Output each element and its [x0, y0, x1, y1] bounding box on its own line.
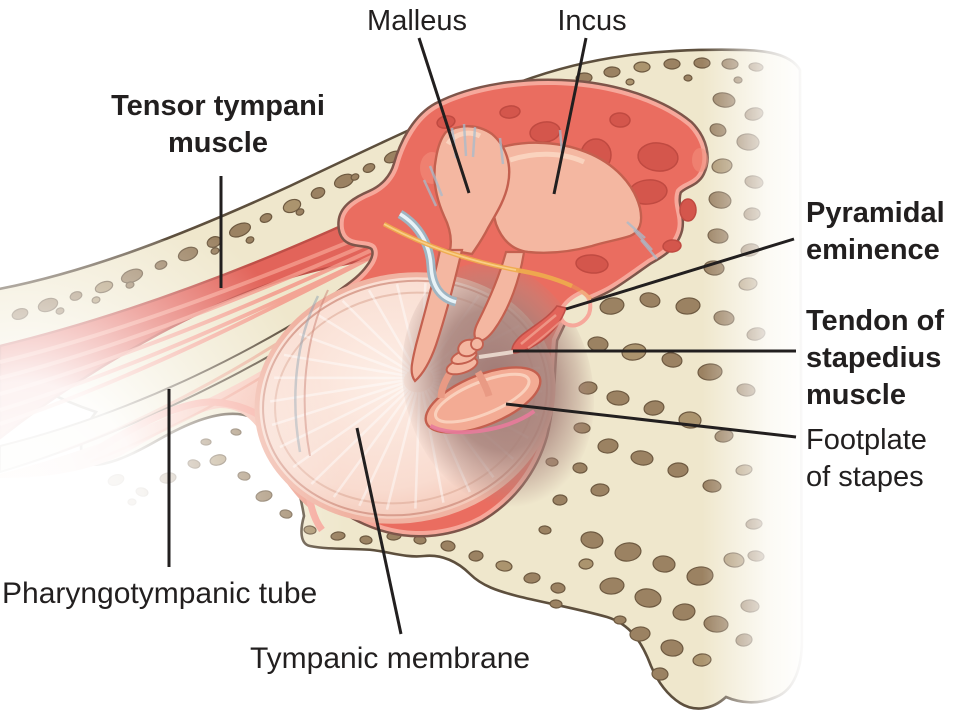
right-fade [702, 14, 832, 717]
stapedius-tendon [478, 350, 514, 359]
malleus [410, 125, 511, 383]
lenticular-process [470, 337, 484, 351]
malleus-head [433, 125, 511, 256]
label-tensor-tympani: Tensor tympani muscle [111, 90, 325, 159]
tensor-tendon [397, 210, 458, 307]
label-malleus: Malleus [367, 5, 467, 37]
leader-tympanic-membrane [355, 427, 403, 635]
label-tendon-stapedius: Tendon of stapedius muscle [806, 305, 944, 411]
left-fade [0, 240, 380, 660]
leader-malleus [417, 37, 471, 194]
malleus-handle [410, 248, 464, 383]
chorda-tympani-nerve [382, 222, 593, 301]
label-footplate: Footplate of stapes [806, 424, 927, 493]
pyramidal-eminence [558, 289, 593, 328]
stapes-footplate [424, 366, 542, 434]
label-incus: Incus [557, 5, 627, 37]
label-tympanic-membrane: Tympanic membrane [250, 642, 531, 675]
label-pyramidal-eminence: Pyramidal eminence [806, 197, 945, 266]
leader-lines [167, 37, 797, 635]
cavity-recesses [436, 105, 697, 274]
tympanic-cavity [289, 85, 708, 531]
stapes [424, 338, 542, 435]
stapedius-muscle [511, 305, 568, 354]
incus [470, 141, 643, 351]
leader-pyramidal-eminence [565, 237, 795, 311]
leader-footplate [505, 402, 797, 439]
ossicle-ligaments [422, 123, 658, 260]
label-pharyngotympanic: Pharyngotympanic tube [2, 577, 318, 610]
leader-incus [552, 37, 588, 195]
